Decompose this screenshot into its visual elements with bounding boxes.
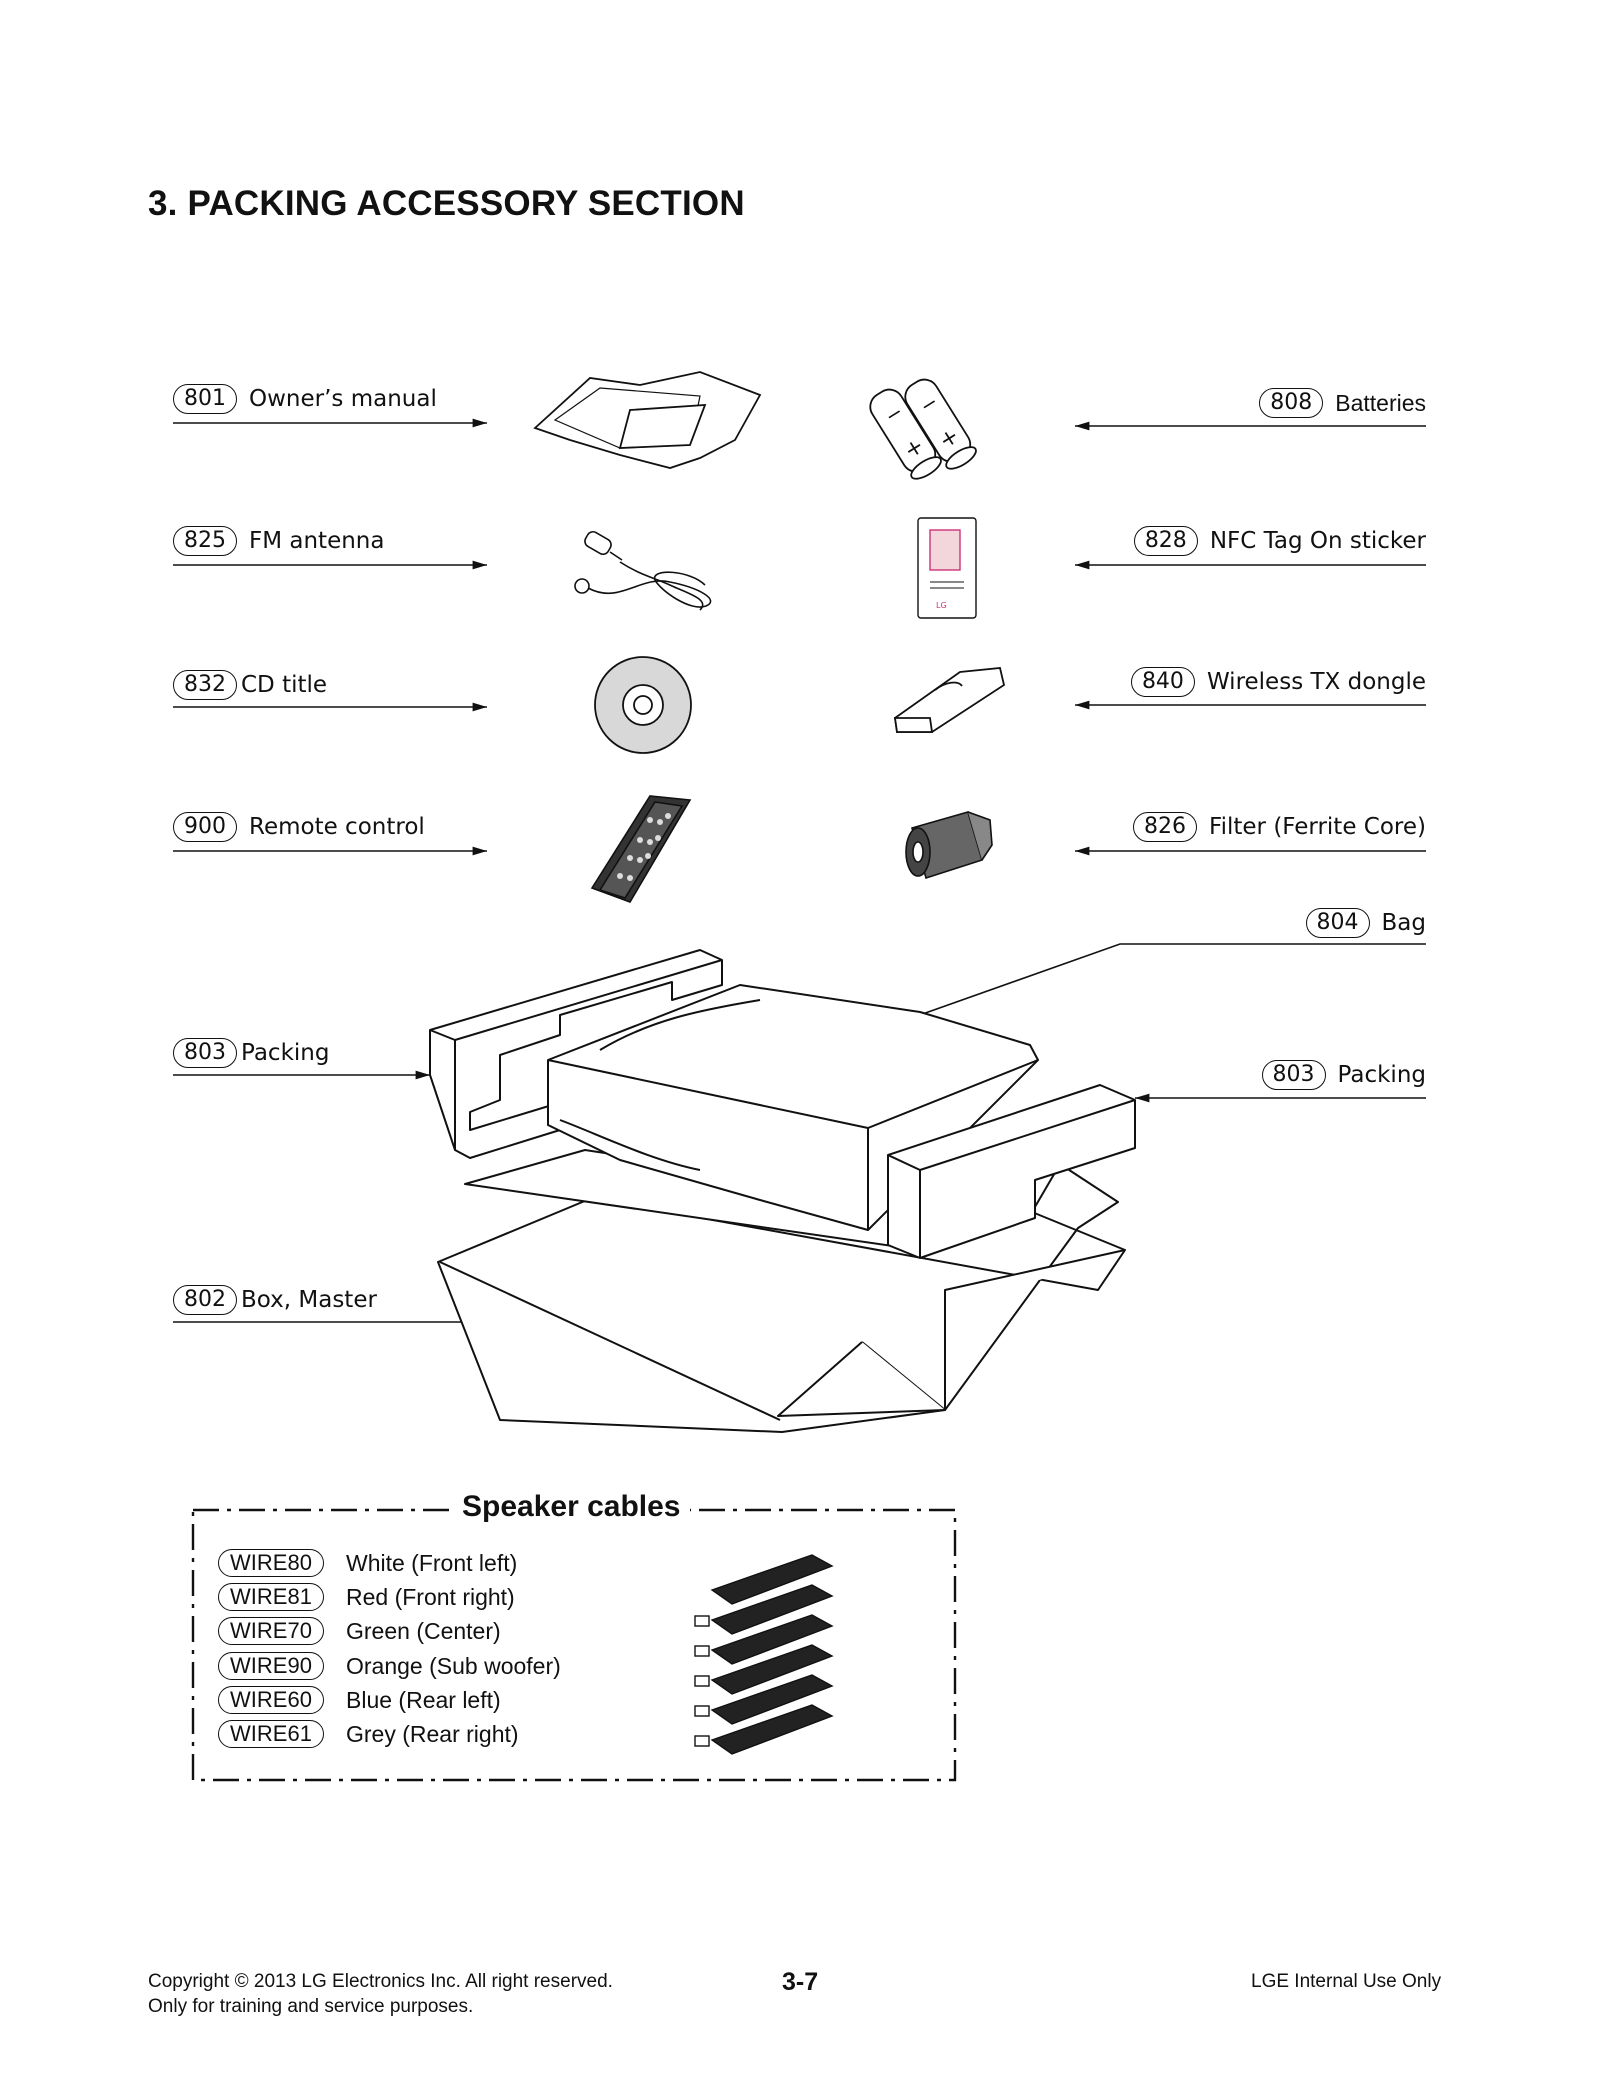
part-number-badge: 840 — [1130, 667, 1195, 697]
part-name: Remote control — [249, 814, 425, 840]
wire-row: WIRE70 Green (Center) — [218, 1617, 501, 1645]
wire-code-badge: WIRE61 — [218, 1720, 324, 1748]
part-number-badge: 801 — [173, 384, 237, 414]
wireless-dongle-illustration — [893, 667, 1006, 733]
svg-text:LG: LG — [936, 601, 947, 610]
wire-description: Green (Center) — [346, 1617, 501, 1644]
remote-control-illustration — [590, 795, 692, 903]
part-label-803-left: 803 Packing — [173, 1038, 329, 1068]
wire-row: WIRE80 White (Front left) — [218, 1549, 517, 1577]
part-number-badge: 832 — [173, 670, 237, 700]
part-name: Batteries — [1335, 389, 1426, 416]
nfc-sticker-illustration: LG — [917, 517, 977, 619]
batteries-illustration: − + − + — [869, 378, 977, 480]
section-title: 3. PACKING ACCESSORY SECTION — [148, 184, 745, 223]
wire-row: WIRE61 Grey (Rear right) — [218, 1720, 519, 1748]
footer-copyright: Copyright © 2013 LG Electronics Inc. All… — [148, 1971, 613, 1992]
speaker-cable-bundle-illustration — [694, 1554, 834, 1755]
wire-code-badge: WIRE70 — [218, 1617, 324, 1645]
part-label-832: 832 CD title — [173, 670, 327, 700]
part-name: Wireless TX dongle — [1206, 669, 1426, 695]
part-name: FM antenna — [249, 528, 385, 554]
wire-code-badge: WIRE81 — [218, 1583, 324, 1611]
part-number-badge: 802 — [173, 1285, 237, 1315]
wire-description: Blue (Rear left) — [346, 1686, 501, 1713]
master-box-illustration — [429, 949, 1136, 1433]
part-label-808: 808 Batteries — [1259, 388, 1426, 418]
part-number-badge: 825 — [173, 526, 237, 556]
footer-internal-use: LGE Internal Use Only — [1251, 1971, 1442, 1992]
part-number-badge: 828 — [1133, 526, 1198, 556]
part-name: Bag — [1381, 910, 1426, 936]
wire-row: WIRE60 Blue (Rear left) — [218, 1686, 501, 1714]
wire-description: Grey (Rear right) — [346, 1720, 519, 1747]
wire-code-badge: WIRE60 — [218, 1686, 324, 1714]
part-number-badge: 803 — [1261, 1060, 1326, 1090]
part-name: Packing — [1337, 1062, 1426, 1088]
wire-row: WIRE81 Red (Front right) — [218, 1583, 515, 1611]
wire-description: Red (Front right) — [346, 1583, 515, 1610]
part-number-badge: 804 — [1305, 908, 1370, 938]
part-name: Owner’s manual — [249, 386, 437, 412]
footer-purpose: Only for training and service purposes. — [148, 1996, 474, 2017]
part-name: NFC Tag On sticker — [1209, 528, 1426, 554]
speaker-cables-title: Speaker cables — [452, 1490, 691, 1524]
part-label-828: 828 NFC Tag On sticker — [1133, 526, 1426, 556]
leader-804 — [899, 943, 1426, 1023]
wire-description: Orange (Sub woofer) — [346, 1652, 561, 1679]
part-label-803-right: 803 Packing — [1261, 1060, 1426, 1090]
wire-code-badge: WIRE90 — [218, 1652, 324, 1680]
part-number-badge: 900 — [173, 812, 237, 842]
part-name: Packing — [241, 1040, 330, 1066]
part-name: Filter (Ferrite Core) — [1209, 814, 1426, 840]
ferrite-core-illustration — [905, 811, 993, 880]
cd-illustration — [594, 656, 692, 754]
part-label-802: 802 Box, Master — [173, 1285, 377, 1315]
part-number-badge: 803 — [173, 1038, 237, 1068]
part-label-801: 801 Owner’s manual — [173, 384, 437, 414]
part-name: CD title — [241, 672, 328, 698]
part-name: Box, Master — [241, 1287, 377, 1313]
part-label-840: 840 Wireless TX dongle — [1130, 667, 1426, 697]
wire-row: WIRE90 Orange (Sub woofer) — [218, 1652, 561, 1680]
wire-code-badge: WIRE80 — [218, 1549, 324, 1577]
wire-description: White (Front left) — [346, 1549, 518, 1576]
owners-manual-illustration — [533, 371, 762, 469]
part-number-badge: 808 — [1259, 388, 1324, 418]
part-label-804: 804 Bag — [1305, 908, 1426, 938]
fm-antenna-illustration — [574, 530, 712, 611]
part-label-826: 826 Filter (Ferrite Core) — [1133, 812, 1426, 842]
part-label-825: 825 FM antenna — [173, 526, 384, 556]
part-label-900: 900 Remote control — [173, 812, 425, 842]
page-number: 3-7 — [782, 1968, 819, 1996]
part-number-badge: 826 — [1133, 812, 1198, 842]
